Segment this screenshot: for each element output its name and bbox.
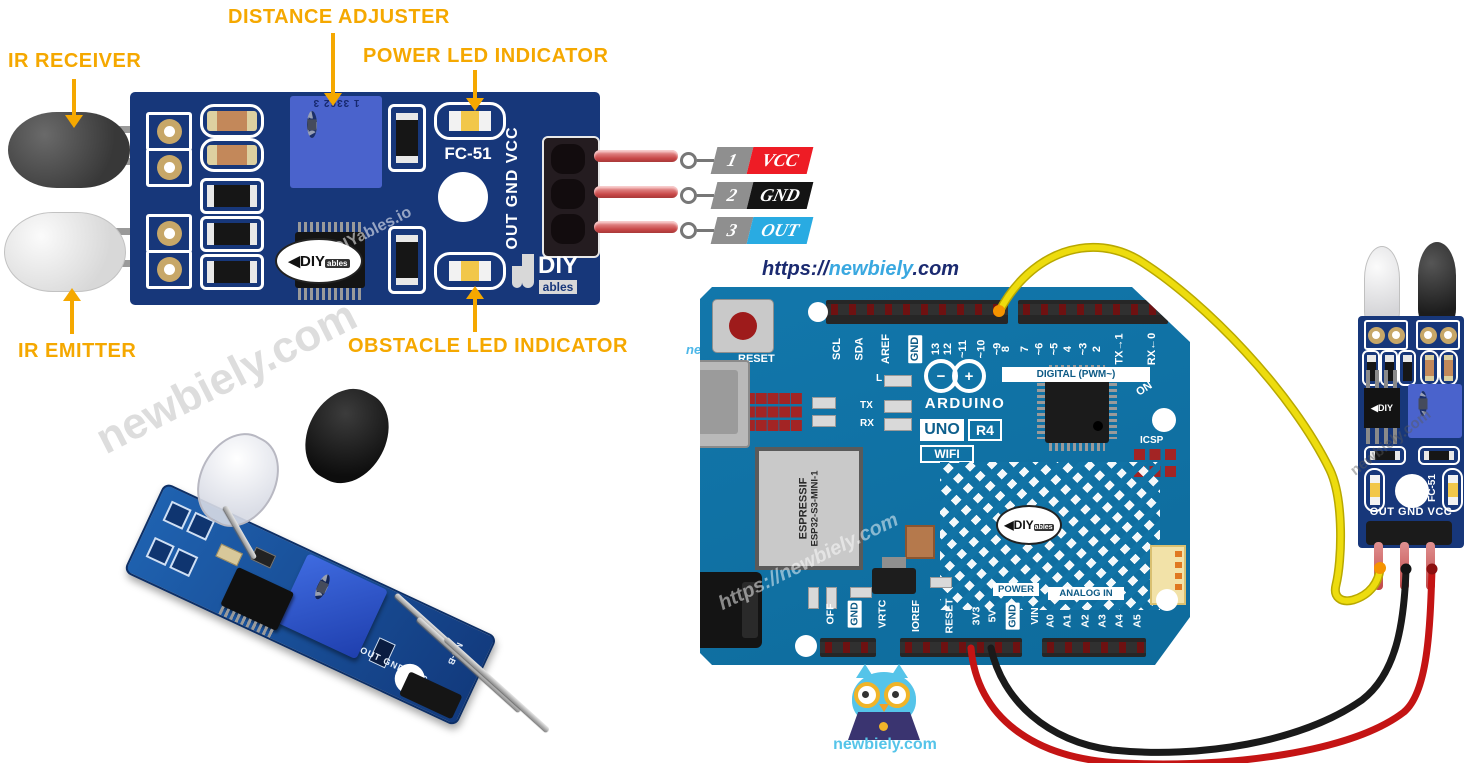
footer-brand: newbiely.com xyxy=(833,736,937,753)
fc51-module-board: ◀DIY FC-51 OUT GND VCC newbiely.com xyxy=(1347,316,1464,590)
photo-trimpot xyxy=(276,553,389,660)
smd-resistor xyxy=(200,104,264,138)
pin-header-connector xyxy=(542,136,600,258)
photo-board: OUT GND VCC MH-B xyxy=(123,482,498,727)
url-prefix: https:// xyxy=(762,258,829,280)
url-brand: newbiely xyxy=(828,258,913,280)
power-led xyxy=(434,102,506,140)
pin-connector-dot xyxy=(680,187,697,204)
r4-badge: R4 xyxy=(968,419,1002,441)
owl-logo xyxy=(846,664,922,740)
ir-emitter-led xyxy=(4,212,126,292)
module-trimpot xyxy=(1408,384,1462,438)
arduino-wordmark: ARDUINO xyxy=(924,395,1006,412)
module-model: FC-51 xyxy=(1426,474,1438,502)
label-distance-adjuster: DISTANCE ADJUSTER xyxy=(228,6,450,28)
label-power-led: POWER LED INDICATOR xyxy=(363,45,609,67)
pin-names-silk: OUT GND VCC xyxy=(504,126,521,250)
power-jack xyxy=(700,572,762,648)
rx-label: RX xyxy=(860,418,874,429)
reset-button[interactable] xyxy=(712,299,774,353)
icsp-label: ICSP xyxy=(1140,435,1164,446)
pin-connector-dot xyxy=(680,222,697,239)
esp32-module: ESPRESSIF ESP32-S3-MINI-1 xyxy=(755,447,863,570)
sensor-photo: OUT GND VCC MH-B xyxy=(60,370,560,763)
distance-trimpot: 1 3362 3 xyxy=(290,96,382,188)
photo-black-led xyxy=(290,375,404,497)
board-model: FC-51 xyxy=(444,144,492,163)
usb-connector xyxy=(700,360,750,448)
analog-in-label: ANALOG IN xyxy=(1048,587,1124,600)
label-ir-receiver: IR RECEIVER xyxy=(8,50,142,72)
on-label: ON xyxy=(1134,379,1155,399)
obstacle-led xyxy=(434,252,506,290)
url-suffix: .com xyxy=(912,258,960,280)
digital-label: DIGITAL (PWM~) xyxy=(1002,367,1150,382)
diyables-oval-logo: ◀DIYables xyxy=(996,505,1062,545)
label-ir-emitter: IR EMITTER xyxy=(18,340,137,362)
site-url: https://newbiely.com xyxy=(762,258,959,281)
module-pin-names: OUT GND VCC xyxy=(1369,506,1453,518)
tx-label: TX xyxy=(860,400,873,411)
smd-resistor xyxy=(200,138,264,172)
wifi-badge: WIFI xyxy=(920,445,974,463)
power-label: POWER xyxy=(993,583,1039,596)
pin-connector-dot xyxy=(680,152,697,169)
module-ir-receiver-led xyxy=(1418,242,1456,326)
l-led-label: L xyxy=(876,373,883,384)
module-obstacle-led xyxy=(1442,468,1463,512)
label-obstacle-led: OBSTACLE LED INDICATOR xyxy=(348,335,628,357)
uno-badge: UNO xyxy=(920,419,964,441)
module-diy-chip: ◀DIY xyxy=(1364,388,1400,428)
diyables-corner-logo: DIY ables xyxy=(512,254,578,294)
arduino-logo: − + xyxy=(924,359,986,393)
qwiic-header xyxy=(744,393,802,431)
